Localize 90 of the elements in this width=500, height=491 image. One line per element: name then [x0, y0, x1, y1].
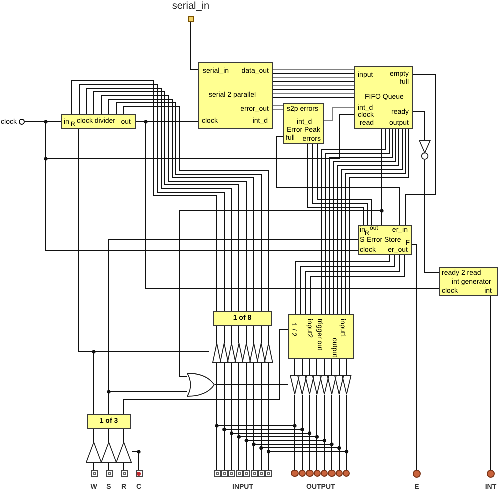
wire [346, 358, 348, 376]
wire [406, 74, 436, 226]
wire [309, 358, 310, 376]
wire [294, 394, 296, 426]
wire [268, 326, 270, 344]
wire [231, 432, 310, 434]
wire [316, 436, 318, 470]
wire [216, 426, 218, 470]
wire [180, 210, 382, 378]
wire [294, 358, 296, 376]
buffer-row-symbol [288, 375, 354, 395]
wire [309, 394, 310, 434]
wire [412, 244, 418, 470]
wire [224, 326, 225, 344]
wire [272, 73, 354, 74]
wire [246, 440, 326, 442]
wire [254, 444, 332, 445]
circuit-block [198, 62, 273, 129]
wire [302, 394, 303, 430]
wire [272, 92, 354, 94]
wire [346, 451, 348, 470]
circuit-block [87, 414, 131, 429]
wire [124, 330, 288, 414]
wire [231, 432, 232, 470]
wire [231, 362, 232, 434]
wire [246, 362, 248, 442]
pin-label: serial_in [172, 2, 210, 12]
wire [146, 122, 440, 290]
wire [424, 160, 440, 274]
wire [46, 114, 354, 160]
wire [231, 326, 232, 344]
wire [276, 136, 400, 226]
circuit-block [439, 267, 498, 296]
circuit-block [288, 314, 354, 359]
wire [132, 452, 140, 470]
wire [46, 158, 358, 252]
wire [268, 451, 270, 470]
wire [214, 384, 288, 386]
wire [238, 326, 240, 344]
wire [238, 436, 318, 438]
wire [302, 358, 303, 376]
wire [324, 108, 354, 122]
wire [316, 394, 318, 438]
wire [268, 451, 348, 452]
wire [302, 429, 303, 470]
wire [272, 81, 354, 82]
wire [324, 440, 326, 470]
wire [294, 426, 296, 470]
wire [246, 440, 248, 470]
wire [272, 96, 354, 98]
wire [316, 358, 318, 376]
wire [224, 429, 303, 430]
inverter-symbol [419, 140, 431, 160]
buffer-row-symbol [86, 442, 132, 463]
circuit-block [283, 103, 324, 144]
wire [338, 394, 340, 449]
wire [490, 296, 492, 470]
wire [346, 394, 348, 452]
wire [260, 448, 340, 449]
wire [190, 22, 198, 70]
wire [260, 448, 262, 470]
wire [224, 362, 225, 430]
wire [338, 358, 340, 376]
circuit-block [61, 114, 136, 129]
wire [260, 326, 262, 344]
wire [272, 85, 354, 86]
wire [108, 240, 358, 392]
wire [272, 77, 354, 78]
wire [108, 392, 110, 414]
wire [78, 128, 94, 352]
wire [108, 462, 110, 470]
wire [324, 394, 326, 442]
circuit-block [213, 311, 272, 326]
wire [238, 436, 240, 470]
wire [224, 429, 225, 470]
circuit-block [354, 66, 413, 129]
wire [272, 89, 354, 90]
wire [238, 362, 240, 438]
wire [216, 326, 218, 344]
wire [216, 362, 218, 426]
wire [324, 358, 326, 376]
circuit-block [358, 225, 412, 255]
wire [246, 326, 248, 344]
wire [108, 428, 110, 442]
wire [260, 362, 262, 449]
or-gate-symbol [187, 373, 215, 397]
wire [268, 362, 270, 452]
wire [412, 112, 426, 140]
wire [338, 448, 340, 470]
wire [309, 432, 310, 470]
